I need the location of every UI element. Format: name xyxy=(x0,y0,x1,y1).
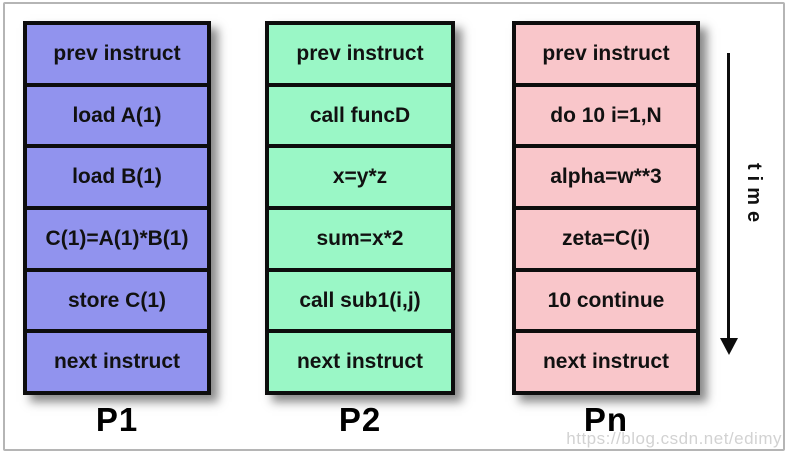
instruction-cell: alpha=w**3 xyxy=(516,148,696,211)
instruction-cell: prev instruct xyxy=(27,25,207,87)
instruction-cell: prev instruct xyxy=(269,25,451,87)
instruction-cell: store C(1) xyxy=(27,272,207,334)
processor-label-p1: P1 xyxy=(95,401,139,438)
instruction-cell: 10 continue xyxy=(516,272,696,334)
time-arrow-line xyxy=(727,53,730,340)
instruction-cell: zeta=C(i) xyxy=(516,210,696,272)
watermark-text: https://blog.csdn.net/edimy xyxy=(566,429,782,448)
processor-label-p2: P2 xyxy=(338,401,382,438)
instruction-cell: load B(1) xyxy=(27,148,207,211)
instruction-cell: sum=x*2 xyxy=(269,210,451,272)
instruction-cell: next instruct xyxy=(296,350,424,374)
processor-label-pn: Pn xyxy=(583,401,629,438)
instruction-cell: do 10 i=1,N xyxy=(516,87,696,149)
processor-column-p2: prev instruct call funcD x=y*z sum=x*2 c… xyxy=(265,21,455,395)
time-arrow-down-icon xyxy=(720,338,738,355)
instruction-cell: next instruct xyxy=(542,350,670,374)
time-axis-label: time xyxy=(743,163,765,229)
instruction-cell: prev instruct xyxy=(516,25,696,87)
instruction-cell: load A(1) xyxy=(27,87,207,149)
instruction-cell: call sub1(i,j) xyxy=(269,272,451,334)
instruction-cell: next instruct xyxy=(53,350,181,374)
instruction-cell: call funcD xyxy=(269,87,451,149)
instruction-cell: x=y*z xyxy=(269,148,451,211)
instruction-cell: C(1)=A(1)*B(1) xyxy=(27,210,207,272)
processor-column-pn: prev instruct do 10 i=1,N alpha=w**3 zet… xyxy=(512,21,700,395)
processor-column-p1: prev instruct load A(1) load B(1) C(1)=A… xyxy=(23,21,211,395)
